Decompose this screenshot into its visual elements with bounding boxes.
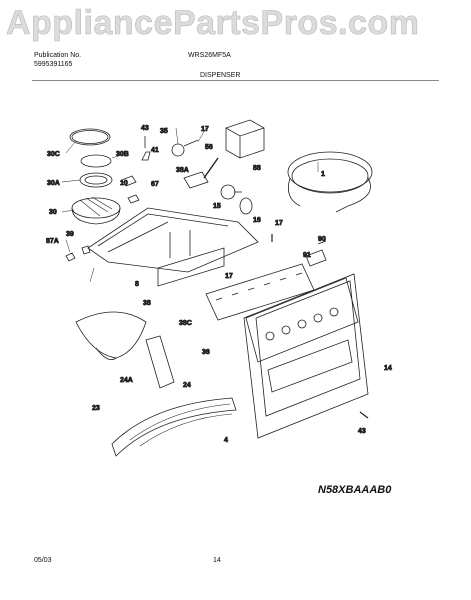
part-1-tubing-ends [287,177,371,213]
part-1-tubing [287,151,373,193]
callout-label: 88 [253,165,261,172]
callout-label: 67 [151,181,159,188]
part-4-frame [243,273,369,439]
watermark: AppliancePartsPros.com [6,4,420,43]
part-36-button-3 [297,319,307,329]
part-8-housing-detail [97,213,229,258]
callout-label: 39 [66,231,74,238]
callout-label: 24A [120,377,133,384]
part-36-button-5 [329,307,339,317]
part-36-button-2 [281,325,291,335]
part-90 [317,240,327,245]
callout-label: 1 [321,171,325,178]
callout-label: 41 [151,147,159,154]
part-4-frame-inner [255,280,361,417]
part-30-housing-bottom [71,207,121,225]
part-91 [305,249,327,267]
part-23-tray-grille [129,403,233,447]
part-24-lever [145,335,175,389]
part-24a-funnel [75,311,147,359]
part-15-bulb [220,184,236,200]
part-16 [239,197,253,215]
callout-label: 15 [213,203,221,210]
part-36-panel [245,277,359,363]
callout-label: 4 [224,437,228,444]
callout-label: 16 [253,217,261,224]
part-88 [225,119,265,159]
callout-label: 17 [201,126,209,133]
publication-number: 5995391165 [34,61,73,68]
part-87a [65,252,76,262]
callout-label: 30 [49,209,57,216]
part-35 [171,143,185,157]
part-56 [203,157,219,179]
part-8-housing [87,207,259,273]
part-36-button-1 [265,331,275,341]
callout-label: 30B [116,151,129,158]
part-30-housing [71,197,121,219]
callout-label: 43 [358,428,366,435]
callout-label: 38C [179,320,192,327]
callout-label: 90 [318,236,326,243]
part-14-cover [267,339,353,393]
leader-lines [61,127,319,283]
part-30a-inner [84,175,108,185]
callout-label: 87A [46,238,59,245]
callout-label: 43 [141,125,149,132]
part-39 [81,245,91,255]
part-10 [121,175,137,187]
callout-label: 14 [384,365,392,372]
part-30-ribs [79,196,113,217]
callout-label: 17 [225,273,233,280]
part-41 [141,151,151,161]
part-30b [80,154,112,168]
part-36-button-4 [313,313,323,323]
section-title: DISPENSER [200,72,241,79]
part-1-tubing-inner [291,158,369,194]
part-24a-chute [95,347,117,361]
part-38a [183,171,209,189]
callout-label: 38A [176,167,189,174]
header-rule [32,80,439,81]
part-23-tray [111,397,237,457]
footer-page: 14 [213,557,221,564]
callout-label: 10 [120,180,128,187]
part-ring-30c [69,128,111,146]
callout-label: 23 [92,405,100,412]
callout-label: 30A [47,180,60,187]
part-ring-30c-inner [71,130,109,144]
part-38-panel [157,247,225,287]
part-43-screw-bottom [359,411,369,419]
publication-label: Publication No. [34,52,82,59]
callout-label: 36 [202,349,210,356]
model-code: N58XBAAAB0 [318,484,392,496]
part-67 [127,194,140,204]
callout-label: 35 [160,128,168,135]
callout-label: 24 [183,382,191,389]
callout-label: 56 [205,144,213,151]
callout-label: 38 [143,300,151,307]
callout-label: 8 [135,281,139,288]
callout-label: 91 [303,252,311,259]
footer-date: 05/03 [34,557,52,564]
callout-label: 30C [47,151,60,158]
model-number: WRS26MF5A [188,52,231,59]
part-38c-switches [215,272,303,301]
part-17-screw-top [183,139,199,147]
callout-label: 17 [275,220,283,227]
